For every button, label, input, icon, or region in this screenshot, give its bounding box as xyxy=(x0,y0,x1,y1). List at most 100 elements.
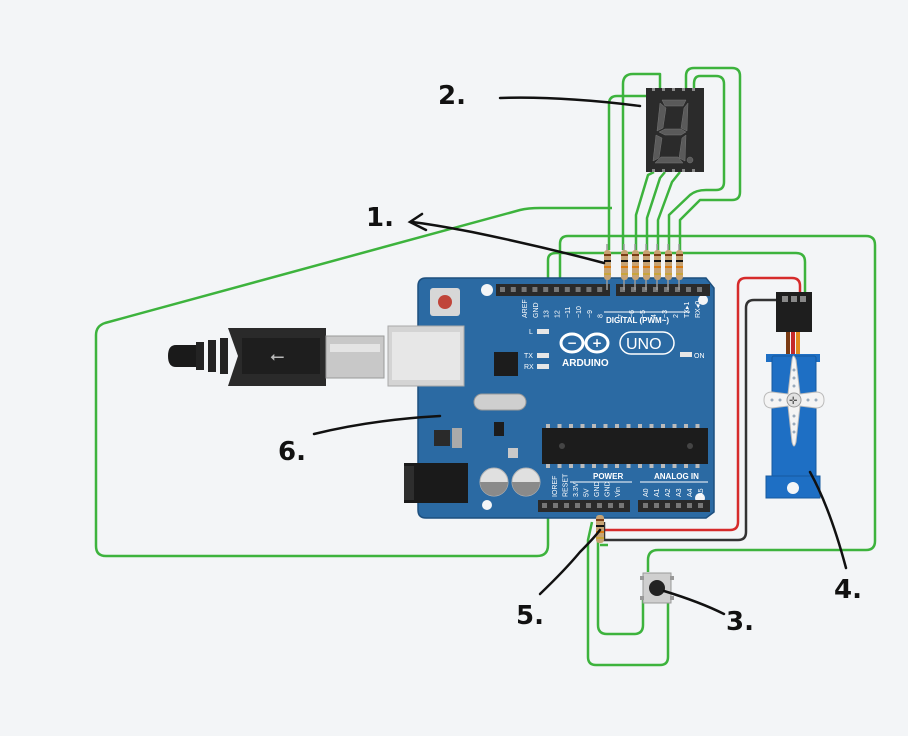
annotation-label-5: 5. xyxy=(516,601,544,631)
resistor[interactable] xyxy=(654,244,661,290)
seven-segment-display[interactable] xyxy=(646,88,704,172)
annotation-label-3: 3. xyxy=(726,607,754,637)
resistor-body xyxy=(676,250,683,280)
header-pin-hole xyxy=(619,503,624,508)
small-chip xyxy=(494,422,504,436)
servo-horn-holes xyxy=(770,368,818,434)
mcu-pin xyxy=(626,424,631,428)
digital-pin-label: ~3 xyxy=(662,310,669,318)
mcu-pin xyxy=(672,464,677,468)
digital-pin-label: GND xyxy=(533,302,540,318)
wire-green-button-a xyxy=(596,522,645,636)
resistor-band xyxy=(665,266,672,268)
mcu-pin xyxy=(580,464,585,468)
wire-red-servo xyxy=(596,276,802,532)
wire-green-seg-f xyxy=(667,74,726,250)
digital-pin-label: RX◂0 xyxy=(695,301,702,318)
power-jack-front xyxy=(404,466,414,500)
crystal xyxy=(473,393,527,411)
annotation-arrowhead-1 xyxy=(407,212,428,232)
analog-label: ANALOG IN xyxy=(654,472,699,481)
button-cap[interactable] xyxy=(649,580,665,596)
annotation-label-1: 1. xyxy=(366,203,394,233)
wire-green-seg-g xyxy=(678,66,742,250)
servo-connector-pin xyxy=(800,296,806,302)
mcu-pin xyxy=(661,424,665,428)
board-brand: ARDUINO xyxy=(562,358,609,369)
header-pin-hole xyxy=(698,503,703,508)
mcu-pin xyxy=(661,464,665,468)
resistor[interactable] xyxy=(604,244,611,290)
push-button[interactable] xyxy=(640,572,674,604)
resistor-band xyxy=(643,273,650,275)
mcu-pin xyxy=(557,424,562,428)
header-pin-hole xyxy=(554,287,559,292)
regulator xyxy=(434,430,450,446)
capacitor-mark xyxy=(512,482,540,496)
wire-green-outer-loop xyxy=(94,206,612,558)
annotation-line-4 xyxy=(808,470,848,570)
regulator-pin xyxy=(452,428,462,448)
mcu-pin xyxy=(695,424,700,428)
annotation-line-5 xyxy=(538,528,602,596)
mcu-pin xyxy=(615,424,619,428)
digital-pin-label: ~5 xyxy=(640,310,647,318)
power-pin-label: GND xyxy=(605,481,612,497)
resistor-band xyxy=(604,260,611,262)
mcu-dot xyxy=(687,443,693,449)
power-pin-label: Vin xyxy=(615,487,622,497)
resistor-body xyxy=(621,250,628,280)
resistor-body xyxy=(654,250,661,280)
reset-button[interactable] xyxy=(438,295,452,309)
header-pin-hole xyxy=(510,287,516,292)
annotation-lines xyxy=(312,96,848,616)
header-pin-hole xyxy=(597,503,602,508)
usb-cable[interactable]: ⭠ xyxy=(168,328,385,386)
resistor-band xyxy=(643,254,650,256)
digital-pin-label: 13 xyxy=(544,310,551,318)
header-pin-hole xyxy=(631,287,636,292)
resistor-band xyxy=(676,266,683,268)
mcu-pin xyxy=(569,464,573,468)
wire-green-seg-e xyxy=(656,171,681,250)
annotation-label-4: 4. xyxy=(834,575,862,605)
digital-pin-label: 2 xyxy=(673,314,680,318)
board-model: UNO xyxy=(626,336,662,353)
mcu-pin xyxy=(592,424,596,428)
resistor-band xyxy=(621,273,628,275)
mcu-pin xyxy=(546,464,550,468)
resistor-bank[interactable] xyxy=(604,244,683,290)
resistor-band xyxy=(604,273,611,275)
digital-pin-label: ~11 xyxy=(565,307,572,318)
header-pin-hole xyxy=(687,503,692,508)
resistor-band xyxy=(621,266,628,268)
wire-black-servo xyxy=(602,298,784,542)
power-pin-label: IOREF xyxy=(552,476,559,497)
usb-cable-ring xyxy=(220,338,228,374)
resistor-band xyxy=(665,260,672,262)
mcu-pin xyxy=(580,424,585,428)
mcu-pin xyxy=(603,464,608,468)
resistor-body xyxy=(665,250,672,280)
mcu-pin xyxy=(569,424,573,428)
digital-pin-holes xyxy=(500,287,702,292)
servo-mount-hole xyxy=(787,482,799,494)
mcu-dot xyxy=(559,443,565,449)
resistor-band xyxy=(643,266,650,268)
resistor[interactable] xyxy=(643,244,650,290)
mcu-pin xyxy=(638,464,642,468)
analog-pin-label: A2 xyxy=(665,488,672,497)
resistor[interactable] xyxy=(621,244,628,290)
resistor[interactable] xyxy=(632,244,639,290)
servo-motor[interactable]: ✛ xyxy=(763,292,825,499)
mcu-chip xyxy=(542,428,708,464)
header-pin-hole xyxy=(608,503,613,508)
resistor-band xyxy=(596,519,604,521)
usb-cable-ring xyxy=(196,342,204,370)
resistor[interactable] xyxy=(676,244,683,290)
usb-icon: ⭠ xyxy=(270,346,284,367)
servo-connector-pin xyxy=(791,296,797,302)
button-leg xyxy=(670,596,674,600)
resistor[interactable] xyxy=(665,244,672,290)
